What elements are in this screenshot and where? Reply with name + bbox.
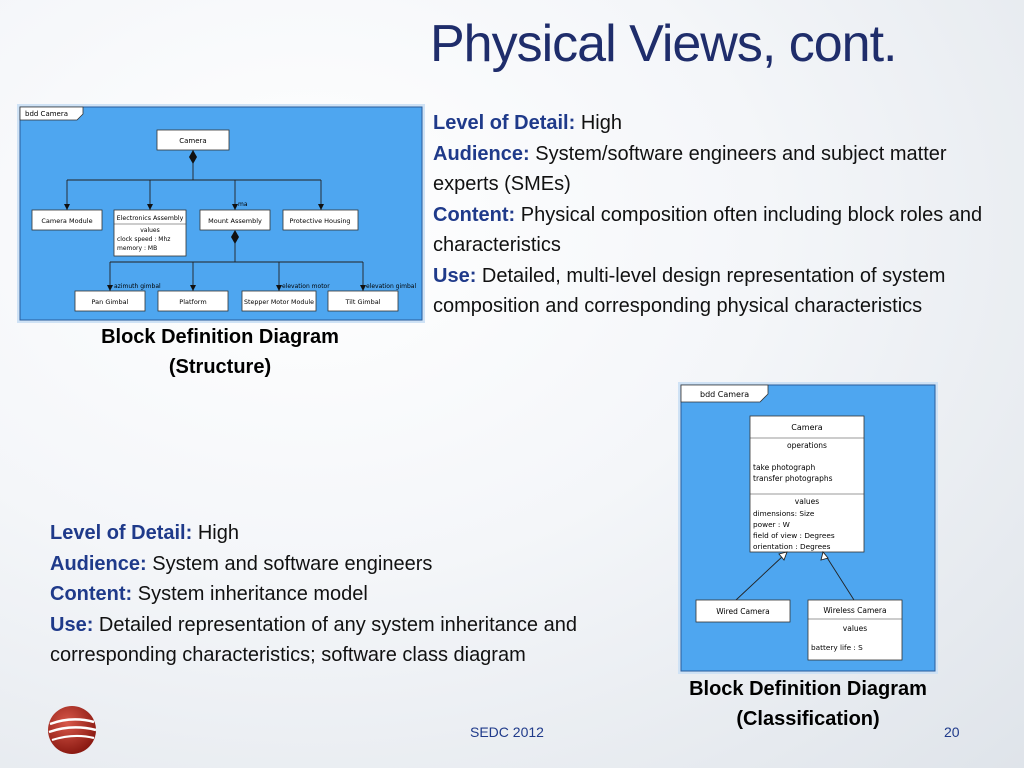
- svg-text:Mount Assembly: Mount Assembly: [208, 217, 262, 225]
- svg-text:Camera: Camera: [791, 423, 822, 432]
- classification-diagram-caption: Block Definition Diagram (Classification…: [689, 678, 927, 730]
- svg-text:field of view : Degrees: field of view : Degrees: [753, 531, 835, 540]
- svg-text:dimensions: Size: dimensions: Size: [753, 509, 815, 518]
- protective-housing-block: Protective Housing: [282, 209, 359, 231]
- mount-assembly-block: Mount Assembly: [199, 209, 271, 231]
- svg-text:Electronics Assembly: Electronics Assembly: [117, 215, 184, 222]
- svg-text:values: values: [140, 227, 160, 234]
- audience-label: Audience:: [433, 142, 530, 165]
- generalization-arrow-icon: [820, 551, 829, 561]
- svg-text:battery life : S: battery life : S: [811, 643, 863, 652]
- platform-block: Platform: [157, 290, 229, 312]
- role-label: ma: [238, 201, 248, 208]
- composition-diamond-icon: [189, 150, 197, 164]
- camera-module-block: Camera Module: [31, 209, 103, 231]
- detail-label: Level of Detail:: [50, 522, 193, 544]
- stepper-motor-module-block: Stepper Motor Module: [241, 290, 317, 312]
- wired-camera-block: Wired Camera: [695, 599, 791, 623]
- content-label: Content:: [433, 203, 516, 226]
- svg-text:values: values: [795, 497, 819, 506]
- use-label: Use:: [433, 264, 477, 287]
- tilt-gimbal-block: Tilt Gimbal: [327, 290, 399, 312]
- role-label: elevation motor: [282, 283, 330, 290]
- camera-class-block: Camera operations take photograph transf…: [749, 415, 865, 553]
- structure-bdd-diagram: bdd Camera Camera Camera Module E: [17, 104, 425, 323]
- svg-text:Camera Module: Camera Module: [41, 217, 92, 225]
- composition-diamond-icon: [231, 230, 239, 244]
- structure-description: Level of Detail: High Audience: System/s…: [433, 112, 983, 317]
- detail-label: Level of Detail:: [433, 112, 576, 134]
- content-label: Content:: [50, 583, 133, 605]
- svg-text:Wireless Camera: Wireless Camera: [823, 606, 886, 615]
- svg-text:values: values: [843, 624, 867, 633]
- svg-text:power : W: power : W: [753, 520, 790, 529]
- sphere-logo-icon: [48, 706, 97, 754]
- classification-description: Level of Detail: High Audience: System a…: [50, 522, 577, 666]
- svg-text:Stepper Motor Module: Stepper Motor Module: [244, 299, 314, 306]
- svg-text:Protective Housing: Protective Housing: [289, 217, 350, 225]
- svg-text:operations: operations: [787, 441, 827, 450]
- svg-text:memory : MB: memory : MB: [117, 245, 157, 252]
- frame-label: bdd Camera: [25, 110, 68, 118]
- svg-text:Tilt Gimbal: Tilt Gimbal: [344, 298, 380, 306]
- structure-diagram-caption: Block Definition Diagram (Structure): [101, 326, 339, 378]
- camera-block: Camera: [156, 129, 230, 151]
- svg-text:orientation : Degrees: orientation : Degrees: [753, 542, 831, 551]
- svg-text:Camera: Camera: [179, 137, 206, 145]
- footer-label: SEDC 2012: [470, 724, 544, 740]
- generalization-arrow-icon: [778, 551, 788, 561]
- wireless-camera-block: Wireless Camera values battery life : S: [807, 599, 903, 661]
- svg-text:transfer photographs: transfer photographs: [753, 474, 833, 483]
- pan-gimbal-block: Pan Gimbal: [74, 290, 146, 312]
- svg-text:Pan Gimbal: Pan Gimbal: [92, 298, 129, 306]
- svg-text:Platform: Platform: [179, 298, 206, 306]
- svg-text:Wired Camera: Wired Camera: [716, 607, 769, 616]
- electronics-assembly-block: Electronics Assembly values clock speed …: [113, 209, 187, 257]
- frame-label: bdd Camera: [700, 390, 749, 399]
- slide-title: Physical Views, cont.: [430, 15, 897, 73]
- classification-bdd-diagram: bdd Camera Camera operations take photog…: [678, 382, 938, 674]
- svg-text:take photograph: take photograph: [753, 463, 815, 472]
- page-number: 20: [944, 724, 960, 740]
- role-label: elevation gimbal: [366, 283, 416, 290]
- use-label: Use:: [50, 613, 94, 636]
- svg-text:clock speed : Mhz: clock speed : Mhz: [117, 236, 170, 243]
- audience-label: Audience:: [50, 552, 147, 575]
- role-label: azimuth gimbal: [114, 283, 161, 290]
